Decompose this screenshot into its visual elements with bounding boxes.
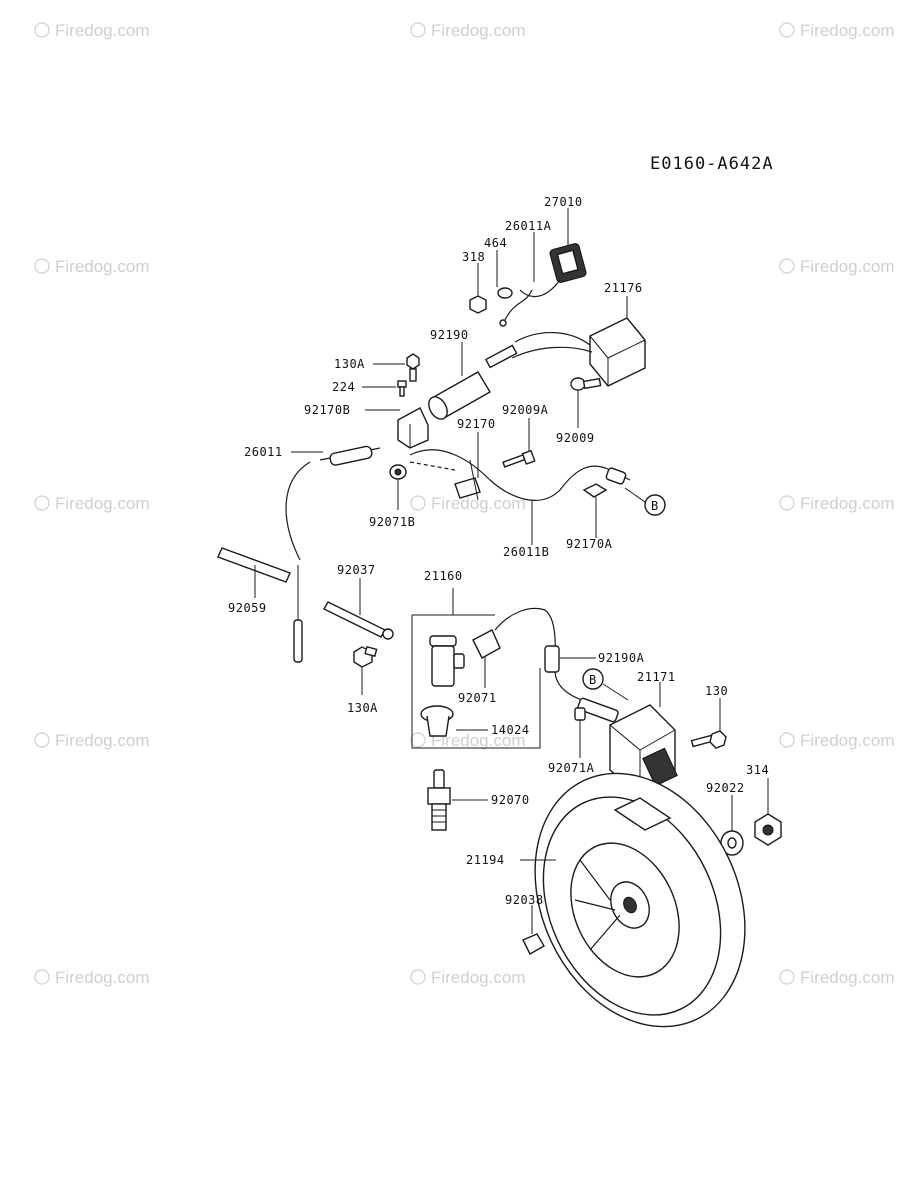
watermark-text: Firedog.com [431, 731, 525, 750]
callout-314: 314 [746, 763, 769, 777]
watermark: Firedog.com [34, 731, 149, 750]
part-92009A-screw [502, 449, 536, 468]
callout-92070: 92070 [491, 793, 530, 807]
watermark: Firedog.com [779, 21, 894, 40]
part-21194-flywheel [534, 772, 746, 1028]
watermark-text: Firedog.com [800, 21, 894, 40]
watermark-text: Firedog.com [800, 731, 894, 750]
part-92170-clamp [454, 459, 481, 501]
callout-labels: 27010 26011A 464 318 21176 92190 130A 22… [228, 195, 769, 907]
callout-92009A: 92009A [502, 403, 549, 417]
part-224-screw [397, 380, 407, 397]
part-130-bolt [690, 730, 727, 749]
part-harness-connector [605, 467, 646, 503]
watermark: Firedog.com [410, 968, 525, 987]
watermark-text: Firedog.com [55, 968, 149, 987]
callout-92190: 92190 [430, 328, 469, 342]
part-harness-wire [409, 449, 631, 501]
callout-92170: 92170 [457, 417, 496, 431]
callout-92071: 92071 [458, 691, 497, 705]
callout-318: 318 [462, 250, 485, 264]
callout-21194: 21194 [466, 853, 505, 867]
connector-marker-b-bottom: B [582, 668, 629, 701]
callout-92038: 92038 [505, 893, 544, 907]
callout-26011A: 26011A [505, 219, 552, 233]
callout-27010: 27010 [544, 195, 583, 209]
callout-224: 224 [332, 380, 355, 394]
callout-92059: 92059 [228, 601, 267, 615]
callout-21171: 21171 [637, 670, 676, 684]
watermark: Firedog.com [779, 968, 894, 987]
watermark: Firedog.com [410, 21, 525, 40]
part-92038-key [522, 933, 545, 955]
callout-92009: 92009 [556, 431, 595, 445]
part-130A-bolt-bottom [353, 645, 378, 668]
callout-464: 464 [484, 236, 507, 250]
part-92037-cable [323, 601, 394, 640]
part-92071A-grommet [574, 707, 586, 721]
watermark: Firedog.com [34, 968, 149, 987]
part-27010-switch [519, 243, 587, 298]
part-92190A-lead [494, 607, 601, 706]
part-318-nut [469, 295, 487, 314]
callout-130: 130 [705, 684, 728, 698]
watermark: Firedog.com [34, 257, 149, 276]
callout-92071B: 92071B [369, 515, 415, 529]
watermark-text: Firedog.com [431, 968, 525, 987]
callout-92022: 92022 [706, 781, 745, 795]
watermark-text: Firedog.com [55, 21, 149, 40]
part-92070-spark-plug [427, 769, 451, 831]
callout-92170A: 92170A [566, 537, 613, 551]
part-21176-regulator [511, 317, 646, 387]
watermark: Firedog.com [779, 731, 894, 750]
callout-92170B: 92170B [304, 403, 350, 417]
part-92170B-clamp [397, 407, 429, 449]
watermark: Firedog.com [34, 494, 149, 513]
diagram-code: E0160-A642A [650, 154, 774, 174]
watermark-text: Firedog.com [431, 494, 525, 513]
part-21171-ignition-coil [577, 697, 678, 796]
part-92071B-grommet [389, 464, 407, 480]
callout-130A-top: 130A [334, 357, 365, 371]
watermark-text: Firedog.com [55, 257, 149, 276]
callout-26011B: 26011B [503, 545, 549, 559]
watermark-text: Firedog.com [800, 494, 894, 513]
part-130A-bolt-top [406, 353, 420, 382]
part-92059-pin [217, 547, 291, 583]
callout-92190A: 92190A [598, 651, 645, 665]
callout-92071A: 92071A [548, 761, 595, 775]
part-464-washer [497, 287, 513, 299]
callout-130A-bottom: 130A [347, 701, 378, 715]
callout-14024: 14024 [491, 723, 530, 737]
watermark-text: Firedog.com [431, 21, 525, 40]
svg-text:B: B [589, 673, 597, 687]
callout-21176: 21176 [604, 281, 643, 295]
watermark-text: Firedog.com [800, 257, 894, 276]
part-92009-screw [570, 377, 602, 391]
connector-marker-b-top: B [644, 494, 666, 516]
callout-26011: 26011 [244, 445, 283, 459]
watermark: Firedog.com [34, 21, 149, 40]
callout-21160: 21160 [424, 569, 463, 583]
part-26011A-wire [499, 289, 533, 327]
watermark-text: Firedog.com [55, 731, 149, 750]
part-92190-tube [428, 344, 518, 420]
callout-92037: 92037 [337, 563, 376, 577]
watermark: Firedog.com [410, 494, 525, 513]
watermark: Firedog.com [779, 494, 894, 513]
watermark: Firedog.com [779, 257, 894, 276]
part-92170A-clip [582, 483, 608, 498]
svg-text:B: B [651, 499, 659, 513]
watermark-text: Firedog.com [55, 494, 149, 513]
part-26011-lead [285, 445, 381, 663]
watermark-layer: Firedog.com Firedog.com Firedog.com Fire… [34, 21, 894, 987]
part-21160-spark-plug-cap-group [411, 588, 541, 749]
watermark: Firedog.com [410, 731, 525, 750]
watermark-text: Firedog.com [800, 968, 894, 987]
part-314-nut [754, 813, 782, 846]
